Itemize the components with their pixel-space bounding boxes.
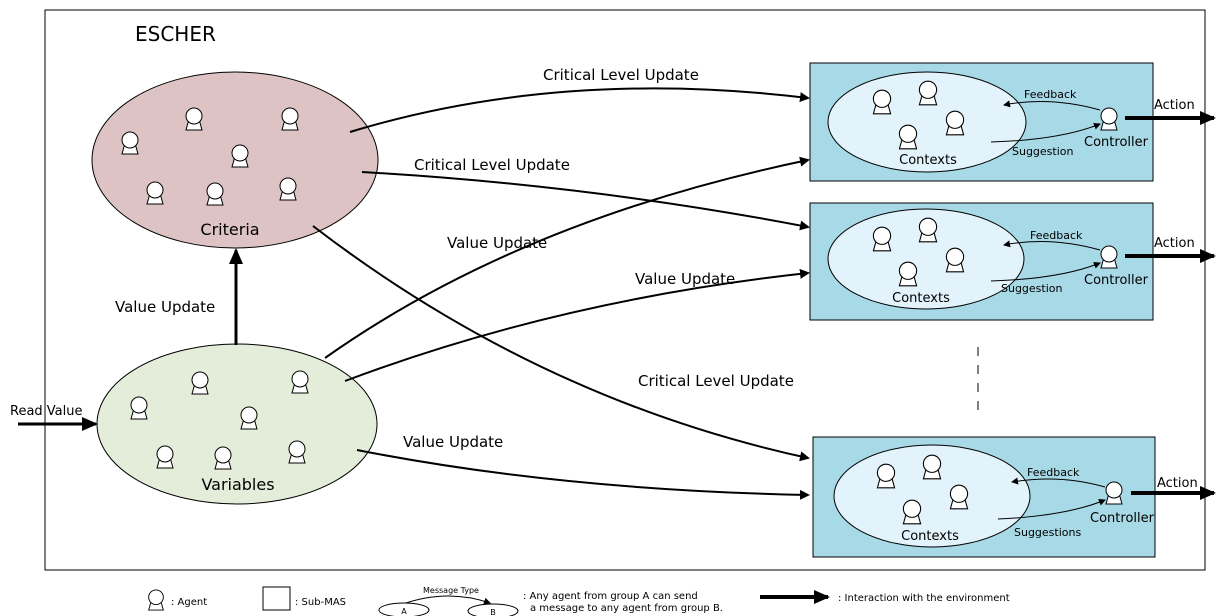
action-label: Action — [1154, 98, 1195, 113]
legend-group-b-label: B — [490, 608, 496, 616]
feedback-label: Feedback — [1024, 88, 1077, 101]
agent-icon — [876, 463, 896, 489]
value-update-vertical-label: Value Update — [115, 298, 215, 316]
agent-icon — [872, 226, 892, 252]
legend-message-arrow — [399, 595, 491, 606]
legend: : Agent : Sub-MAS Message Type A B : Any… — [148, 586, 1010, 616]
agent-icon — [918, 80, 938, 106]
feedback-arrow — [1003, 100, 1101, 111]
suggestion-label: Suggestion — [1001, 282, 1063, 295]
agent-icon — [146, 181, 164, 205]
suggestion-arrow — [990, 122, 1101, 143]
legend-message-desc-1: : Any agent from group A can send — [523, 591, 698, 602]
agent-icon — [872, 89, 892, 115]
agent-icon — [945, 110, 965, 136]
feedback-label: Feedback — [1027, 466, 1080, 479]
legend-agent-icon — [148, 589, 164, 611]
controller-label: Controller — [1084, 273, 1149, 288]
agent-icon — [291, 370, 309, 394]
submas-3: Contexts Controller Feedback Suggestions… — [812, 436, 1216, 558]
controller-agent-icon — [1100, 245, 1118, 269]
controller-agent-icon — [1100, 107, 1118, 131]
system-title: ESCHER — [135, 22, 216, 46]
variables-label: Variables — [201, 475, 274, 494]
agent-icon — [214, 446, 232, 470]
escher-system-border — [44, 9, 1206, 571]
suggestion-label: Suggestions — [1014, 526, 1081, 539]
submas-2: Contexts Controller Feedback Suggestion … — [809, 202, 1216, 321]
contexts-label: Contexts — [901, 529, 959, 544]
value-update-label-1: Value Update — [447, 234, 547, 252]
legend-message-desc-2: a message to any agent from group B. — [530, 603, 723, 614]
agent-icon — [240, 406, 258, 430]
submas-1: Contexts Controller Feedback Suggestion … — [809, 62, 1216, 182]
agent-icon — [288, 440, 306, 464]
suggestion-label: Suggestion — [1012, 145, 1074, 158]
critical-update-arrow-1 — [349, 87, 810, 133]
feedback-arrow — [1011, 477, 1106, 488]
variables-group: Variables — [96, 343, 378, 505]
agent-icon — [898, 124, 918, 150]
legend-agent-label: : Agent — [171, 597, 207, 608]
agent-icon — [191, 371, 209, 395]
agent-icon — [156, 445, 174, 469]
legend-submas-box — [262, 586, 291, 611]
suggestion-arrow — [997, 499, 1106, 520]
legend-group-a-label: A — [401, 607, 407, 616]
agent-icon — [918, 217, 938, 243]
contexts-label: Contexts — [899, 153, 957, 168]
controller-label: Controller — [1090, 511, 1155, 526]
legend-group-a — [378, 602, 430, 616]
legend-group-b — [467, 603, 519, 616]
agent-icon — [121, 131, 139, 155]
critical-update-label-2: Critical Level Update — [414, 156, 570, 174]
agent-icon — [281, 107, 299, 131]
value-update-arrow-1 — [324, 156, 810, 359]
feedback-arrow — [1003, 240, 1101, 251]
agent-icon — [922, 454, 942, 480]
criteria-group: Criteria — [91, 71, 379, 249]
value-update-label-2: Value Update — [635, 270, 735, 288]
critical-update-arrow-2 — [361, 171, 810, 231]
value-update-arrow-2 — [344, 268, 810, 382]
agent-icon — [902, 499, 922, 525]
critical-update-arrow-3 — [312, 225, 810, 462]
controller-agent-icon — [1105, 481, 1123, 505]
agent-icon — [231, 144, 249, 168]
criteria-label: Criteria — [200, 220, 259, 239]
legend-interaction-label: : Interaction with the environment — [838, 593, 1010, 604]
agent-icon — [206, 182, 224, 206]
agent-icon — [279, 177, 297, 201]
agent-icon — [185, 107, 203, 131]
agent-icon — [949, 484, 969, 510]
read-value-label: Read Value — [10, 404, 83, 419]
value-update-arrow-3 — [356, 449, 810, 500]
agent-icon — [130, 396, 148, 420]
value-update-label-3: Value Update — [403, 433, 503, 451]
contexts-label: Contexts — [892, 291, 950, 306]
legend-submas-label: : Sub-MAS — [295, 597, 346, 608]
agent-icon — [945, 247, 965, 273]
action-label: Action — [1154, 236, 1195, 251]
suggestion-arrow — [990, 261, 1101, 282]
feedback-label: Feedback — [1030, 229, 1083, 242]
controller-label: Controller — [1084, 135, 1149, 150]
legend-message-type-label: Message Type — [423, 586, 479, 595]
critical-update-label-3: Critical Level Update — [638, 372, 794, 390]
critical-update-label-1: Critical Level Update — [543, 66, 699, 84]
agent-icon — [898, 261, 918, 287]
action-label: Action — [1157, 476, 1198, 491]
